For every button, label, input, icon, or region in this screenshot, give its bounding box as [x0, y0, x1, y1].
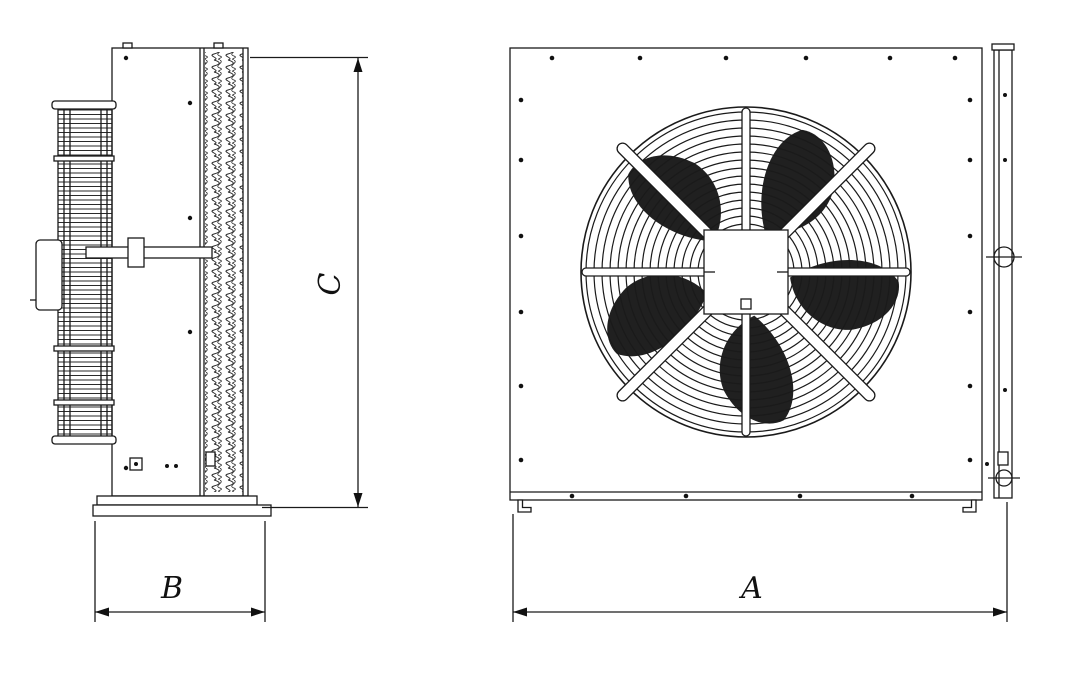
- dimension-c: C: [250, 56, 368, 509]
- side-view: [30, 42, 272, 517]
- port-symbol-lower: [988, 451, 1020, 487]
- side-screws: [123, 55, 193, 471]
- front-screws: [518, 55, 973, 499]
- front-view: [509, 43, 1022, 513]
- side-motor-mount: [30, 237, 213, 311]
- front-left-foot: [517, 499, 532, 513]
- side-flange-panel: [985, 43, 1022, 499]
- fan-hub: [703, 229, 789, 315]
- side-base: [92, 495, 272, 517]
- coil-serpentine: [205, 52, 243, 492]
- side-fan-guard: [51, 100, 117, 445]
- dimension-label-b: B: [160, 571, 183, 606]
- side-bottom-fittings: [129, 451, 216, 471]
- dimension-label-a: A: [738, 571, 763, 606]
- port-symbol-upper: [986, 246, 1022, 268]
- front-right-foot: [962, 499, 977, 513]
- fan-assembly: [580, 106, 912, 438]
- dimension-b: B: [94, 521, 266, 622]
- dimension-a: A: [512, 502, 1008, 622]
- fan-grille-spokes: [581, 107, 911, 437]
- dimension-label-c: C: [313, 272, 348, 295]
